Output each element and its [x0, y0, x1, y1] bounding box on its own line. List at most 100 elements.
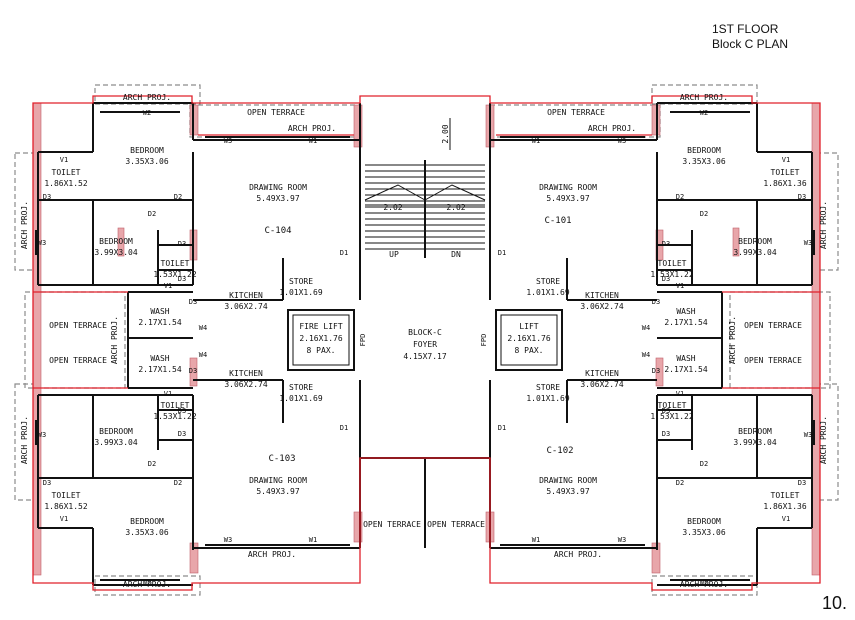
opening-tag: D2	[174, 479, 182, 487]
drawing-room-label: DRAWING ROOM	[539, 183, 597, 192]
wash-dimension: 2.17X1.54	[664, 318, 708, 327]
arch-proj-label: ARCH PROJ.	[819, 416, 828, 464]
arch-proj-label: ARCH PROJ.	[123, 93, 171, 102]
arch-proj-label: ARCH PROJ.	[680, 93, 728, 102]
flat-label: C-104	[264, 226, 291, 236]
opening-tag: D2	[148, 210, 156, 218]
store-label: STORE	[536, 277, 560, 286]
structural-column	[353, 511, 363, 543]
fpd-label: FPD	[359, 334, 367, 347]
opening-tag: D1	[340, 424, 348, 432]
opening-tag: V1	[782, 515, 790, 523]
lift-shaft	[495, 309, 563, 371]
opening-tag: D3	[662, 407, 670, 415]
fpd-label: FPD	[480, 334, 488, 347]
foyer-block-label: BLOCK-C	[408, 328, 442, 337]
fire-lift-label: FIRE LIFT	[299, 322, 343, 331]
opening-tag: D3	[652, 298, 660, 306]
opening-tag: D3	[178, 275, 186, 283]
structural-column	[189, 357, 198, 387]
arch-proj-label: ARCH PROJ.	[588, 124, 636, 133]
store-dimension: 1.01X1.69	[526, 394, 570, 403]
arch-proj-label: ARCH PROJ.	[20, 416, 29, 464]
stair-run-label: 2.00	[441, 124, 450, 143]
opening-tag: W2	[700, 579, 708, 587]
wash-dimension: 2.17X1.54	[664, 365, 708, 374]
bedroom-label: BEDROOM	[687, 146, 721, 155]
toilet-label: TOILET	[52, 168, 81, 177]
stair-width-label: 2.02	[383, 203, 402, 212]
open-terrace-label: OPEN TERRACE	[49, 321, 107, 330]
toilet-label: TOILET	[771, 168, 800, 177]
plan-title: Block C PLAN	[712, 37, 789, 51]
kitchen-label: KITCHEN	[229, 369, 263, 378]
stair-arrow	[424, 184, 486, 201]
wash-label: WASH	[676, 307, 695, 316]
bedroom-dimension: 3.99X3.04	[733, 438, 777, 447]
bedroom-dimension: 3.99X3.04	[94, 438, 138, 447]
opening-tag: D3	[189, 298, 197, 306]
drawing-room-dimension: 5.49X3.97	[546, 487, 590, 496]
building-outline	[32, 95, 821, 591]
fire-lift-car	[292, 314, 350, 366]
opening-tag: V1	[676, 282, 684, 290]
kitchen-dimension: 3.06X2.74	[580, 302, 624, 311]
opening-tag: V1	[676, 390, 684, 398]
opening-tag: W3	[224, 536, 232, 544]
opening-tag: D3	[798, 479, 806, 487]
opening-tag: D2	[676, 479, 684, 487]
arch-proj-label: ARCH PROJ.	[288, 124, 336, 133]
opening-tag: V1	[782, 156, 790, 164]
flat-label: C-101	[544, 216, 571, 226]
toilet-dimension: 1.86X1.36	[763, 502, 807, 511]
toilet-dimension: 1.53X1.22	[153, 412, 197, 421]
opening-tag: W3	[38, 239, 46, 247]
open-terrace-label: OPEN TERRACE	[363, 520, 421, 529]
bedroom-label: BEDROOM	[738, 427, 772, 436]
opening-tag: W3	[804, 431, 812, 439]
open-terrace-label: OPEN TERRACE	[744, 356, 802, 365]
toilet-label: TOILET	[161, 401, 190, 410]
arch-proj-outline	[94, 575, 201, 596]
opening-tag: D1	[498, 424, 506, 432]
stair-up-label: UP	[389, 250, 399, 259]
wash-label: WASH	[676, 354, 695, 363]
opening-tag: D1	[498, 249, 506, 257]
bedroom-label: BEDROOM	[738, 237, 772, 246]
bedroom-dimension: 3.35X3.06	[125, 528, 169, 537]
bedroom-dimension: 3.99X3.04	[94, 248, 138, 257]
opening-tag: W1	[309, 137, 317, 145]
arch-proj-label: ARCH PROJ.	[728, 316, 737, 364]
bedroom-label: BEDROOM	[687, 517, 721, 526]
kitchen-label: KITCHEN	[585, 291, 619, 300]
opening-tag: V1	[60, 156, 68, 164]
opening-tag: D3	[652, 367, 660, 375]
arch-proj-label: ARCH PROJ.	[554, 550, 602, 559]
opening-tag: W1	[532, 536, 540, 544]
toilet-label: TOILET	[658, 401, 687, 410]
flat-label: C-103	[268, 454, 295, 464]
opening-tag: D3	[178, 430, 186, 438]
toilet-label: TOILET	[771, 491, 800, 500]
structural-column	[732, 227, 740, 257]
arch-proj-label: ARCH PROJ.	[680, 580, 728, 589]
opening-tag: D3	[798, 193, 806, 201]
opening-tag: W3	[618, 536, 626, 544]
lift-dimension: 2.16X1.76	[507, 334, 551, 343]
structural-column	[655, 357, 664, 387]
kitchen-label: KITCHEN	[585, 369, 619, 378]
toilet-label: TOILET	[658, 259, 687, 268]
opening-tag: D3	[662, 430, 670, 438]
bedroom-dimension: 3.35X3.06	[682, 157, 726, 166]
floor-title: 1ST FLOOR	[712, 22, 779, 36]
kitchen-dimension: 3.06X2.74	[224, 380, 268, 389]
fire-lift-capacity: 8 PAX.	[307, 346, 336, 355]
opening-tag: W4	[199, 351, 207, 359]
opening-tag: D2	[148, 460, 156, 468]
opening-tag: W1	[309, 536, 317, 544]
arch-proj-label: ARCH PROJ.	[819, 201, 828, 249]
foyer-dimension: 4.15X7.17	[403, 352, 447, 361]
opening-tag: D1	[340, 249, 348, 257]
bedroom-label: BEDROOM	[99, 427, 133, 436]
